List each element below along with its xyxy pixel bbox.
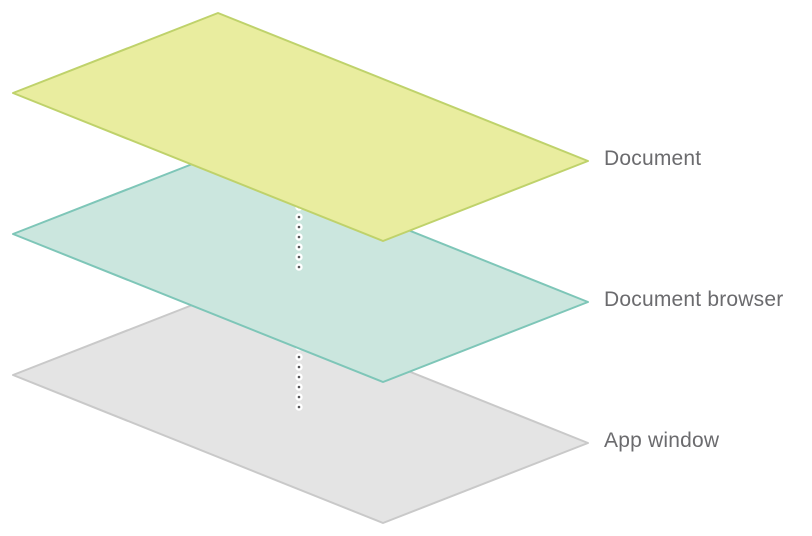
document-browser-label: Document browser [604, 288, 784, 311]
connector-dots-document-to-browser [295, 203, 303, 271]
document-plane [12, 12, 589, 242]
connector-dots-browser-to-window [295, 343, 303, 411]
document-label: Document [604, 147, 702, 170]
app-window-label: App window [604, 429, 720, 452]
